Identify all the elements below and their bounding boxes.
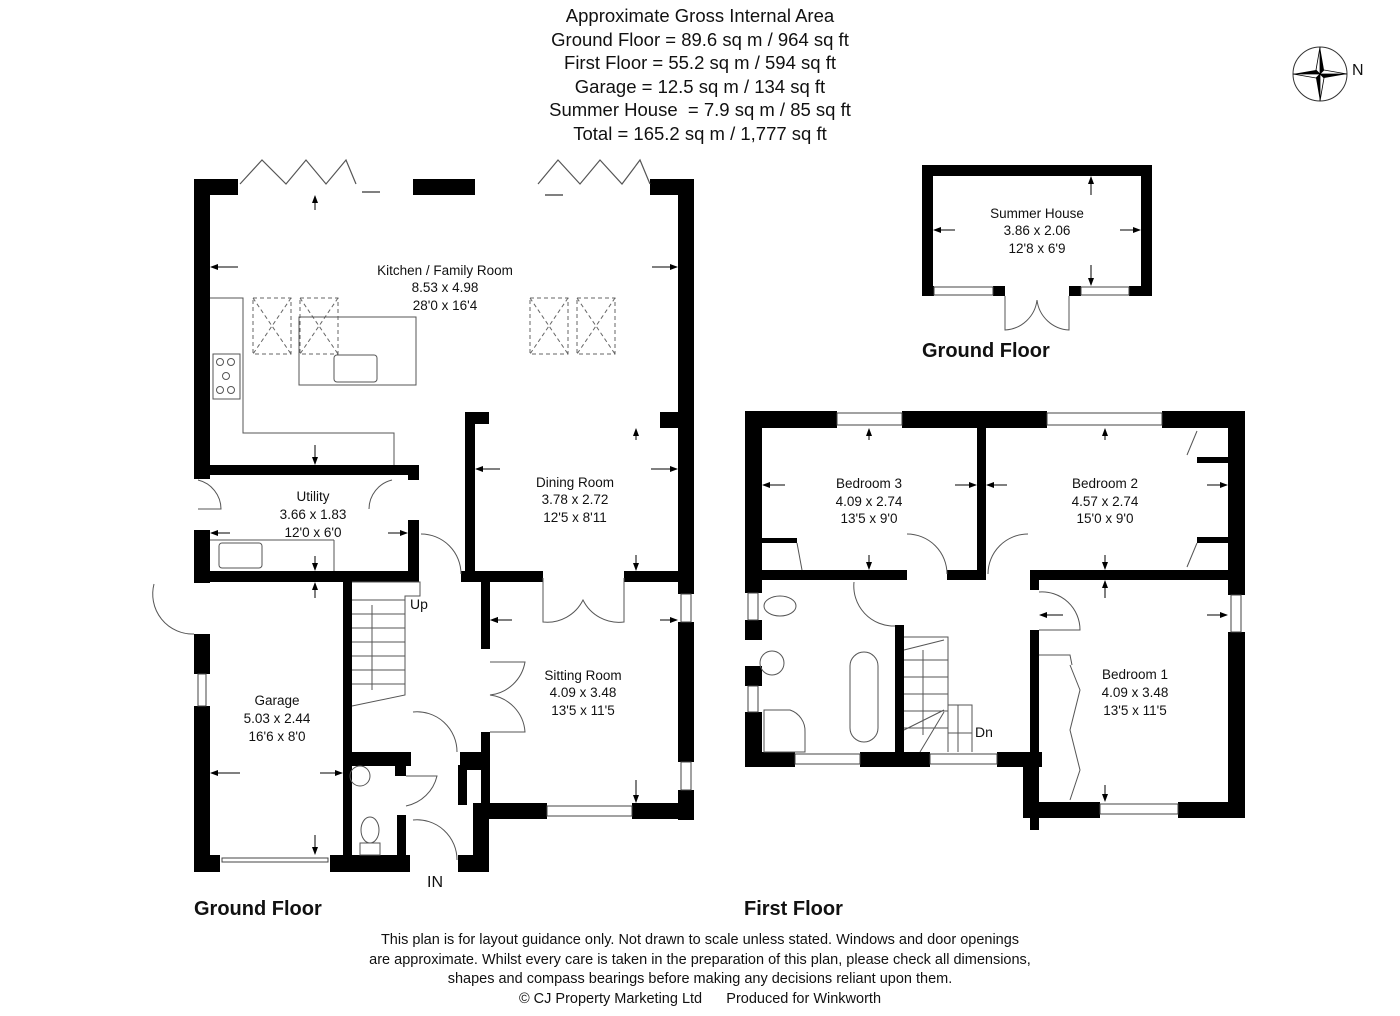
- area-garage: Garage = 12.5 sq m / 134 sq ft: [574, 75, 826, 97]
- room-bedroom-1: Bedroom 1 4.09 x 3.48 13'5 x 11'5: [1102, 667, 1169, 718]
- first-floor-plan: Bedroom 3 4.09 x 2.74 13'5 x 9'0 Bedroom…: [745, 411, 1245, 830]
- room-garage: Garage 5.03 x 2.44 16'6 x 8'0: [244, 693, 311, 744]
- area-total: Total = 165.2 sq m / 1,777 sq ft: [573, 122, 827, 144]
- svg-text:Utility: Utility: [297, 489, 330, 504]
- disclaimer-line-2: are approximate. Whilst every care is ta…: [369, 951, 1031, 968]
- svg-text:Sitting Room: Sitting Room: [544, 668, 621, 683]
- room-utility: Utility 3.66 x 1.83 12'0 x 6'0: [280, 489, 347, 540]
- first-floor-heading: First Floor: [744, 898, 843, 920]
- room-summer-house: Summer House 3.86 x 2.06 12'8 x 6'9: [990, 206, 1084, 256]
- svg-text:15'0 x 9'0: 15'0 x 9'0: [1077, 511, 1134, 526]
- svg-text:4.57 x 2.74: 4.57 x 2.74: [1072, 494, 1139, 509]
- stairs-up-label: Up: [410, 596, 428, 612]
- copyright-line: © CJ Property Marketing Ltd Produced for…: [518, 990, 882, 1007]
- ground-floor-heading: Ground Floor: [194, 898, 322, 920]
- svg-text:3.78 x 2.72: 3.78 x 2.72: [542, 492, 609, 507]
- svg-text:4.09 x 2.74: 4.09 x 2.74: [836, 494, 903, 509]
- svg-text:16'6 x 8'0: 16'6 x 8'0: [249, 729, 306, 744]
- disclaimer-line-1: This plan is for layout guidance only. N…: [380, 932, 1020, 948]
- room-sitting: Sitting Room 4.09 x 3.48 13'5 x 11'5: [544, 668, 621, 718]
- svg-text:13'5 x 11'5: 13'5 x 11'5: [1103, 703, 1166, 718]
- svg-text:12'0 x 6'0: 12'0 x 6'0: [285, 525, 342, 540]
- svg-text:Dining Room: Dining Room: [536, 475, 614, 490]
- room-dining: Dining Room 3.78 x 2.72 12'5 x 8'11: [536, 475, 614, 525]
- entrance-label: IN: [427, 874, 443, 891]
- area-summer-house: Summer House = 7.9 sq m / 85 sq ft: [549, 99, 851, 121]
- summer-house-floor-heading: Ground Floor: [922, 340, 1050, 362]
- svg-text:Garage: Garage: [254, 693, 299, 708]
- svg-text:13'5 x 11'5: 13'5 x 11'5: [551, 703, 614, 718]
- svg-text:5.03 x 2.44: 5.03 x 2.44: [244, 711, 311, 726]
- svg-text:Summer House: Summer House: [990, 206, 1084, 221]
- svg-text:3.66 x 1.83: 3.66 x 1.83: [280, 507, 347, 522]
- svg-text:Bedroom 1: Bedroom 1: [1102, 667, 1168, 682]
- area-summary: Approximate Gross Internal Area Ground F…: [0, 4, 1400, 146]
- area-ground-floor: Ground Floor = 89.6 sq m / 964 sq ft: [551, 28, 849, 50]
- compass-north-label: N: [1352, 62, 1364, 79]
- area-title: Approximate Gross Internal Area: [565, 5, 835, 26]
- room-bedroom-2: Bedroom 2 4.57 x 2.74 15'0 x 9'0: [1072, 476, 1139, 526]
- svg-text:12'8 x 6'9: 12'8 x 6'9: [1009, 241, 1066, 256]
- svg-text:3.86 x 2.06: 3.86 x 2.06: [1004, 223, 1071, 238]
- compass-rose-icon: [1292, 46, 1348, 102]
- room-bedroom-3: Bedroom 3 4.09 x 2.74 13'5 x 9'0: [836, 476, 903, 526]
- svg-text:8.53 x 4.98: 8.53 x 4.98: [412, 280, 479, 295]
- svg-text:28'0 x 16'4: 28'0 x 16'4: [413, 298, 478, 313]
- summer-house-plan: Summer House 3.86 x 2.06 12'8 x 6'9: [922, 165, 1152, 331]
- svg-text:4.09 x 3.48: 4.09 x 3.48: [1102, 685, 1169, 700]
- svg-text:Bedroom 3: Bedroom 3: [836, 476, 902, 491]
- svg-text:Kitchen / Family Room: Kitchen / Family Room: [377, 263, 513, 278]
- ground-floor-plan: Kitchen / Family Room 8.53 x 4.98 28'0 x…: [152, 158, 694, 891]
- svg-text:13'5 x 9'0: 13'5 x 9'0: [841, 511, 898, 526]
- area-first-floor: First Floor = 55.2 sq m / 594 sq ft: [564, 52, 836, 74]
- disclaimer-line-3: shapes and compass bearings before makin…: [447, 971, 953, 987]
- svg-text:12'5 x 8'11: 12'5 x 8'11: [543, 510, 606, 525]
- stairs-down-label: Dn: [975, 724, 993, 740]
- room-kitchen-family: Kitchen / Family Room 8.53 x 4.98 28'0 x…: [377, 263, 513, 313]
- svg-text:4.09 x 3.48: 4.09 x 3.48: [550, 685, 617, 700]
- disclaimer: This plan is for layout guidance only. N…: [0, 931, 1400, 1009]
- svg-text:Bedroom 2: Bedroom 2: [1072, 476, 1138, 491]
